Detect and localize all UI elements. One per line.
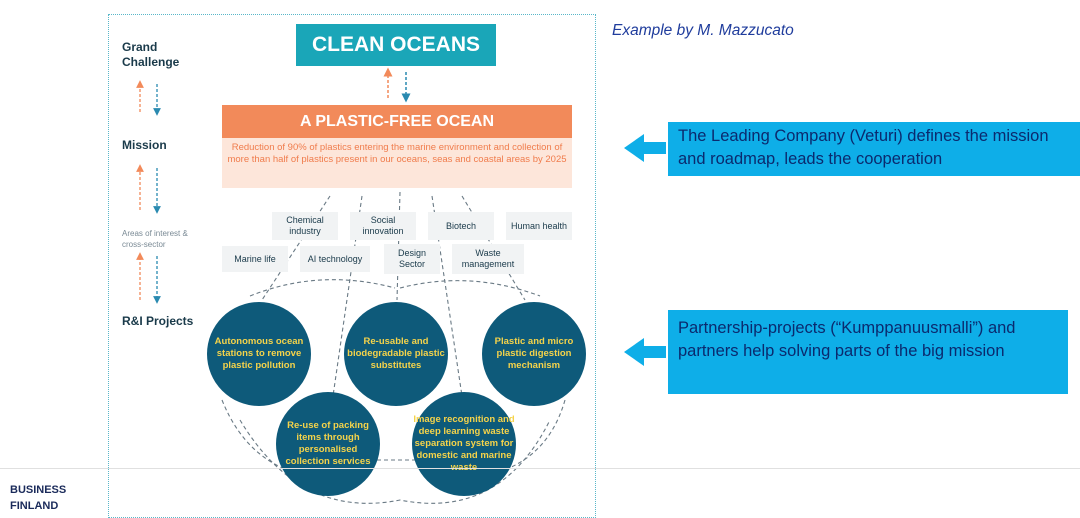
level-grand-challenge: Grand Challenge [122, 40, 180, 69]
brand-logo-line1: BUSINESS [10, 484, 67, 496]
goal-box: CLEAN OCEANS [296, 24, 496, 66]
brand-logo-line2: FINLAND [10, 500, 59, 512]
level-areas: Areas of interest & cross-sector [122, 229, 188, 249]
level-projects: R&I Projects [122, 314, 194, 328]
project-circle-reusable: Re-usable and biodegradable plastic subs… [344, 302, 448, 406]
sector-ai: AI technology [300, 246, 370, 272]
sector-design: Design Sector [384, 244, 440, 274]
footer-divider [0, 468, 1080, 469]
project-circle-digestion: Plastic and micro plastic digestion mech… [482, 302, 586, 406]
sector-human-health: Human health [506, 212, 572, 240]
sector-waste: Waste management [452, 244, 524, 274]
callout-leading-company: The Leading Company (Veturi) defines the… [668, 122, 1080, 176]
sector-marine-life: Marine life [222, 246, 288, 272]
mission-title: A PLASTIC-FREE OCEAN [222, 105, 572, 138]
sector-biotech: Biotech [428, 212, 494, 240]
project-circle-autonomous: Autonomous ocean stations to remove plas… [207, 302, 311, 406]
mission-description: Reduction of 90% of plastics entering th… [222, 138, 572, 188]
level-mission: Mission [122, 138, 167, 152]
callout-partnership: Partnership-projects (“Kumppanuusmalli”)… [668, 310, 1068, 394]
sector-chemical: Chemical industry [272, 212, 338, 240]
project-circle-image-recognition: Image recognition and deep learning wast… [412, 392, 516, 496]
example-label: Example by M. Mazzucato [612, 22, 794, 39]
project-circle-reuse-packing: Re-use of packing items through personal… [276, 392, 380, 496]
left-arrow-icon [624, 338, 666, 366]
sector-social: Social innovation [350, 212, 416, 240]
left-arrow-icon [624, 134, 666, 162]
